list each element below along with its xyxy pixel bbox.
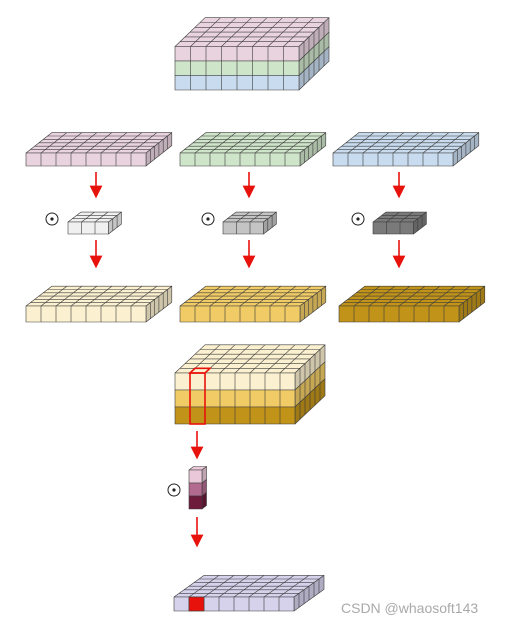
highlighted-output-cell xyxy=(188,596,205,612)
hadamard-operator-dot xyxy=(356,217,360,221)
depthwise-kernel-2-front-layer xyxy=(222,221,264,235)
input-volume xyxy=(174,17,330,91)
grid-line xyxy=(249,211,264,223)
selected-depth-column-top xyxy=(187,367,213,374)
hadamard-operator-dot xyxy=(206,217,210,221)
input-channel-1 xyxy=(25,132,173,167)
hadamard-operator-dot xyxy=(50,217,54,221)
depthwise-kernel-1-front-layer xyxy=(67,221,109,235)
pointwise-kernel-front-layer xyxy=(188,469,203,484)
hadamard-operator-dot xyxy=(172,488,176,492)
depthwise-output-1 xyxy=(25,285,173,323)
hadamard-operator-icon-3 xyxy=(351,212,365,226)
depthwise-kernel-1 xyxy=(67,211,122,235)
input-channel-2 xyxy=(179,132,327,167)
pointwise-kernel-front-layer xyxy=(188,495,203,510)
pointwise-hadamard-operator-icon xyxy=(167,483,181,497)
input-channel-3 xyxy=(332,132,480,167)
depthwise-kernel-3 xyxy=(372,211,427,235)
final-output xyxy=(173,575,325,612)
depthwise-output-2 xyxy=(179,285,327,323)
depthwise-kernel-3-front-layer xyxy=(372,221,414,235)
grid-line xyxy=(399,211,414,223)
hadamard-operator-icon-2 xyxy=(201,212,215,226)
hadamard-operator-icon-1 xyxy=(45,212,59,226)
depthwise-output-3 xyxy=(338,285,486,323)
stacked-depthwise-output xyxy=(174,344,326,425)
pointwise-kernel-front-layer xyxy=(188,482,203,497)
pointwise-kernel xyxy=(188,466,207,510)
depthwise-kernel-2 xyxy=(222,211,277,235)
grid-line xyxy=(386,211,400,223)
grid-line xyxy=(81,211,95,223)
watermark: CSDN @whaosoft143 xyxy=(341,600,479,616)
grid-line xyxy=(94,211,109,223)
grid-line xyxy=(236,211,250,223)
